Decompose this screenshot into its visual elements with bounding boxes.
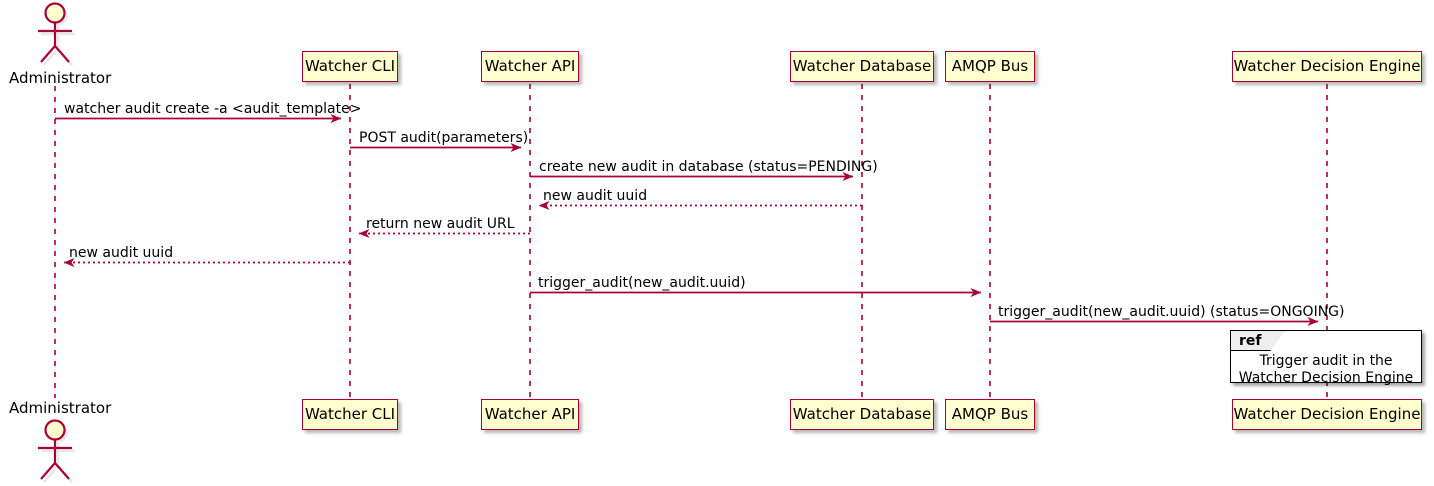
message-label-4: new audit uuid bbox=[543, 188, 648, 204]
participant-amqp-bus-bottom[interactable]: AMQP Bus bbox=[945, 399, 1035, 430]
participant-label: Watcher Database bbox=[792, 405, 932, 423]
message-label-5: return new audit URL bbox=[366, 216, 515, 232]
message-label-6: new audit uuid bbox=[69, 245, 174, 261]
actor-administrator-bottom bbox=[38, 419, 75, 483]
ref-block-line-1: Trigger audit in the bbox=[1259, 353, 1393, 369]
actor-label-administrator-top: Administrator bbox=[9, 69, 112, 87]
participant-label: Watcher API bbox=[484, 57, 576, 75]
participant-label: AMQP Bus bbox=[951, 57, 1029, 75]
participant-watcher-api-bottom[interactable]: Watcher API bbox=[481, 399, 579, 430]
message-label-1: watcher audit create -a <audit_template> bbox=[64, 101, 362, 117]
participant-watcher-decision-engine-top[interactable]: Watcher Decision Engine bbox=[1232, 51, 1422, 82]
ref-block-text: Trigger audit in the Watcher Decision En… bbox=[1231, 353, 1421, 387]
participant-watcher-decision-engine-bottom[interactable]: Watcher Decision Engine bbox=[1232, 399, 1422, 430]
message-label-7: trigger_audit(new_audit.uuid) bbox=[538, 275, 746, 291]
participant-label: Watcher Decision Engine bbox=[1233, 405, 1421, 423]
message-label-8: trigger_audit(new_audit.uuid) (status=ON… bbox=[998, 304, 1345, 320]
participant-label: AMQP Bus bbox=[951, 405, 1029, 423]
participant-watcher-database-bottom[interactable]: Watcher Database bbox=[790, 399, 934, 430]
participant-watcher-cli-bottom[interactable]: Watcher CLI bbox=[302, 399, 398, 430]
participant-amqp-bus-top[interactable]: AMQP Bus bbox=[945, 51, 1035, 82]
message-label-2: POST audit(parameters) bbox=[359, 130, 529, 146]
ref-block: ref Trigger audit in the Watcher Decisio… bbox=[1230, 330, 1422, 386]
ref-block-line-2: Watcher Decision Engine bbox=[1238, 370, 1414, 387]
participant-label: Watcher Database bbox=[792, 57, 932, 75]
participant-label: Watcher Decision Engine bbox=[1233, 57, 1421, 75]
participant-label: Watcher API bbox=[484, 405, 576, 423]
actor-label-administrator-bottom: Administrator bbox=[9, 399, 112, 417]
actor-administrator-top bbox=[38, 2, 75, 66]
participant-watcher-database-top[interactable]: Watcher Database bbox=[790, 51, 934, 82]
message-label-3: create new audit in database (status=PEN… bbox=[539, 159, 878, 175]
ref-block-keyword-tab: ref bbox=[1231, 331, 1285, 351]
participant-label: Watcher CLI bbox=[304, 57, 396, 75]
participant-watcher-api-top[interactable]: Watcher API bbox=[481, 51, 579, 82]
participant-label: Watcher CLI bbox=[304, 405, 396, 423]
participant-watcher-cli-top[interactable]: Watcher CLI bbox=[302, 51, 398, 82]
lifelines bbox=[54, 84, 1328, 398]
